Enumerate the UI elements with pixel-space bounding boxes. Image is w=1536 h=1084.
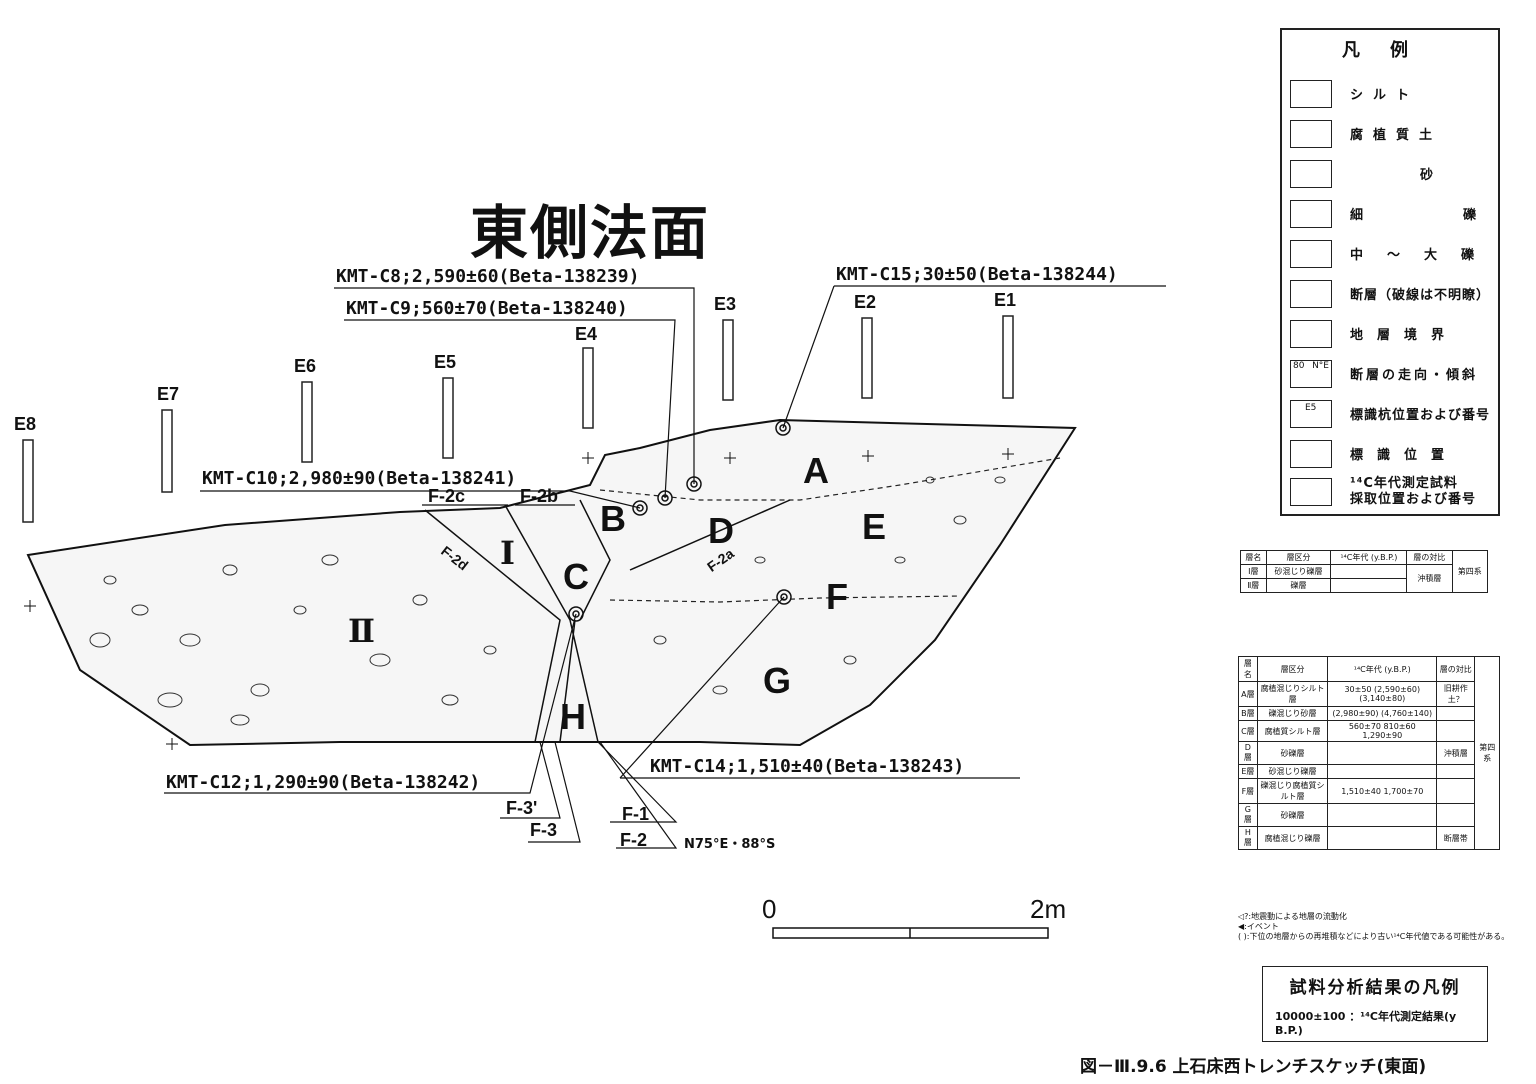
fault-label-f1: F-1 — [622, 804, 649, 824]
trench-outline — [26, 418, 1077, 747]
gravel-texture — [89, 476, 1006, 726]
strike-dip-label: N75°E・88°S — [684, 837, 776, 852]
sample-label-c9: KMT-C9;560±70(Beta-138240) — [346, 298, 628, 319]
layer-label-i: Ⅰ — [500, 534, 515, 572]
legend-item: 中～大礫 — [1290, 240, 1490, 268]
marker-swatch — [1290, 440, 1332, 468]
fault-label-f2c: F-2c — [428, 486, 466, 506]
layer-label-ii: Ⅱ — [348, 612, 375, 650]
stake-swatch: E5 — [1290, 400, 1332, 428]
layer-label-a: A — [803, 450, 829, 491]
scale-zero: 0 — [762, 894, 777, 924]
layer-label-g: G — [763, 660, 792, 701]
stake-label-e4: E4 — [575, 324, 598, 344]
layer-label-b: B — [600, 498, 626, 539]
sample-points — [568, 420, 792, 622]
table-notes: ◁?:地震動による地層の流動化 ◀:イベント ( ):下位の地層からの再堆積など… — [1238, 912, 1530, 942]
layer-label-d: D — [708, 510, 734, 551]
note-event: ◀:イベント — [1238, 922, 1279, 931]
marker-crosses — [24, 448, 1014, 750]
layer-label-e: E — [862, 506, 887, 547]
scale-max: 2m — [1030, 894, 1067, 924]
sample-label-c14: KMT-C14;1,510±40(Beta-138243) — [650, 756, 965, 777]
note-reworked: ( ):下位の地層からの再堆積などにより古い¹⁴C年代値である可能性がある。 — [1238, 932, 1510, 941]
result-legend-text: 10000±100 ：¹⁴C年代測定結果(y B.P.) — [1275, 1010, 1457, 1037]
layer-label-f: F — [826, 576, 848, 617]
fault-label-f2: F-2 — [620, 830, 647, 850]
sample-label-c10: KMT-C10;2,980±90(Beta-138241) — [202, 468, 517, 489]
humic-swatch — [1290, 120, 1332, 148]
result-legend-title: 試料分析結果の凡例 — [1289, 978, 1461, 998]
stake-label-e8: E8 — [14, 414, 37, 434]
legend-heading: 凡例 — [1342, 40, 1438, 61]
layer-label-c: C — [563, 556, 589, 597]
sample-label-c15: KMT-C15;30±50(Beta-138244) — [836, 264, 1118, 285]
legend-item: 腐植質土 — [1290, 120, 1490, 148]
fault-label-f3p: F-3' — [506, 798, 538, 818]
page-title: 東側法面 — [470, 199, 711, 267]
stake-label-e1: E1 — [994, 290, 1017, 310]
figure-caption: 図－Ⅲ.9.6 上石床西トレンチスケッチ(東面) — [1080, 1057, 1427, 1077]
legend-item: 標識位置 — [1290, 440, 1490, 468]
legend-panel: 凡例 シルト 腐植質土 砂 細礫 中～大礫 断層（破線は不明瞭） 地層境界 80… — [1280, 28, 1500, 516]
legend-item: 砂 — [1290, 160, 1490, 188]
sample-label-c12: KMT-C12;1,290±90(Beta-138242) — [166, 772, 481, 793]
layer-label-h: H — [560, 696, 586, 737]
legend-item: 地層境界 — [1290, 320, 1490, 348]
stake-label-e5: E5 — [434, 352, 457, 372]
legend-item: 断層（破線は不明瞭） — [1290, 280, 1490, 308]
fault-lines — [424, 499, 791, 743]
leader-lines — [164, 285, 1166, 849]
stake-label-e3: E3 — [714, 294, 737, 314]
layer-boundaries — [599, 457, 1061, 603]
stake-label-e2: E2 — [854, 292, 877, 312]
fault-label-f3: F-3 — [530, 820, 557, 840]
note-liquefaction: ◁?:地震動による地層の流動化 — [1238, 912, 1347, 921]
boundary-swatch — [1290, 320, 1332, 348]
fault-label-f2b: F-2b — [520, 486, 558, 506]
scale-bar — [772, 927, 1049, 939]
stake-label-e6: E6 — [294, 356, 317, 376]
result-legend: 試料分析結果の凡例 10000±100 ：¹⁴C年代測定結果(y B.P.) — [1262, 966, 1488, 1042]
fine-gravel-swatch — [1290, 200, 1332, 228]
silt-swatch — [1290, 80, 1332, 108]
legend-item: ¹⁴C年代測定試料採取位置および番号 — [1290, 476, 1490, 507]
stake-label-e7: E7 — [157, 384, 180, 404]
fault-swatch — [1290, 280, 1332, 308]
legend-item: シルト — [1290, 80, 1490, 108]
sample-swatch — [1290, 478, 1332, 506]
legend-item: 細礫 — [1290, 200, 1490, 228]
sand-swatch — [1290, 160, 1332, 188]
sample-label-c8: KMT-C8;2,590±60(Beta-138239) — [336, 266, 640, 287]
stake-posts — [22, 315, 1014, 523]
coarse-gravel-swatch — [1290, 240, 1332, 268]
